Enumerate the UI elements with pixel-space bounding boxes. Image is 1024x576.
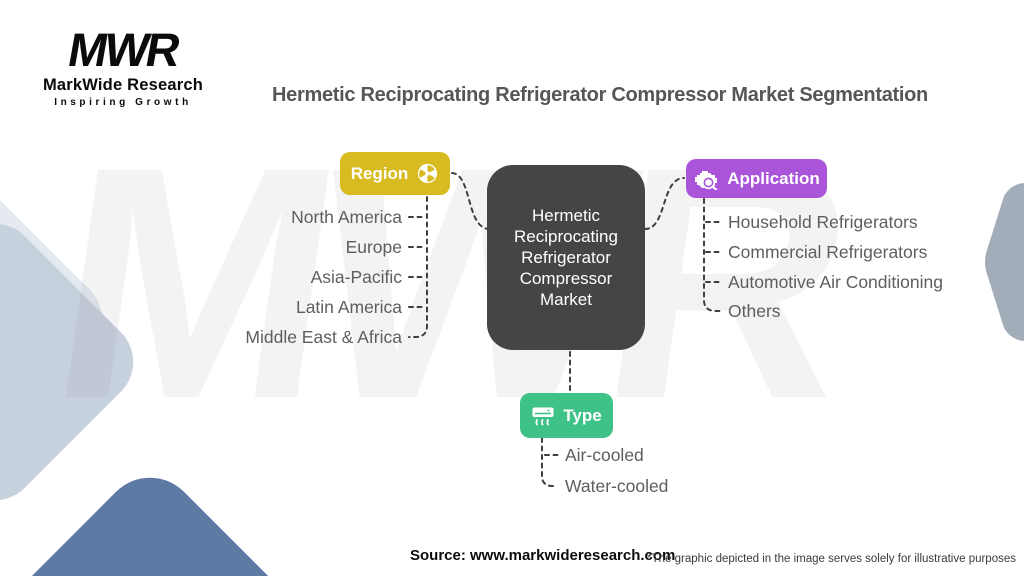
application-item-household: Household Refrigerators xyxy=(728,212,918,232)
type-item-water-cooled: Water-cooled xyxy=(565,476,669,496)
markwide-logo: MWR MarkWide Research Inspiring Growth xyxy=(34,23,212,108)
region-item-europe: Europe xyxy=(345,237,402,257)
region-item-north-america: North America xyxy=(291,207,402,227)
source-text: Source: www.markwideresearch.com xyxy=(410,547,676,564)
engine-search-icon xyxy=(695,170,718,190)
decorative-diamond-dark xyxy=(0,457,363,576)
globe-icon xyxy=(418,163,438,184)
disclaimer-text: *The graphic depicted in the image serve… xyxy=(647,553,1016,565)
region-item-asia-pacific: Asia-Pacific xyxy=(310,267,402,287)
application-item-automotive: Automotive Air Conditioning xyxy=(728,272,943,292)
application-badge: Application xyxy=(686,159,827,198)
type-badge: Type xyxy=(520,393,613,438)
application-item-commercial: Commercial Refrigerators xyxy=(728,242,928,262)
page-title: Hermetic Reciprocating Refrigerator Comp… xyxy=(272,84,928,106)
type-badge-label: Type xyxy=(563,405,602,425)
logo-tagline: Inspiring Growth xyxy=(54,97,192,108)
logo-monogram: MWR xyxy=(64,23,182,76)
application-badge-label: Application xyxy=(727,168,820,188)
region-badge: Region xyxy=(340,152,450,195)
center-market-node: Hermetic Reciprocating Refrigerator Comp… xyxy=(487,165,645,350)
region-item-latin-america: Latin America xyxy=(295,297,402,317)
type-item-air-cooled: Air-cooled xyxy=(565,445,644,465)
logo-name: MarkWide Research xyxy=(42,76,204,94)
application-item-others: Others xyxy=(728,301,781,321)
region-item-middle-east-africa: Middle East & Africa xyxy=(245,327,402,347)
region-badge-label: Region xyxy=(350,163,409,183)
air-conditioner-icon xyxy=(532,407,554,425)
center-market-label: Hermetic Reciprocating Refrigerator Comp… xyxy=(514,206,618,309)
